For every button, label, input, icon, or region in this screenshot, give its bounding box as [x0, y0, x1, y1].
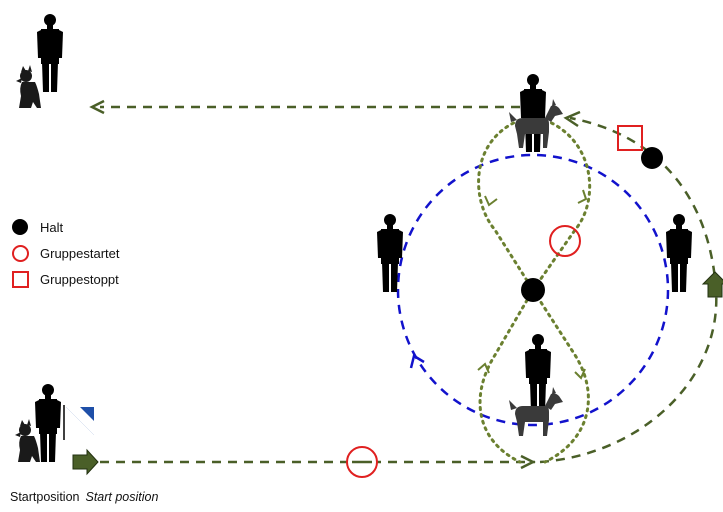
caption-norwegian: Startposition: [10, 490, 80, 504]
start-path-arrowhead: [520, 454, 536, 470]
halt-marker-right: [641, 147, 663, 169]
start-flag-icon: [63, 405, 94, 440]
handler-start: [35, 384, 61, 462]
right-arrow-icon: [701, 271, 723, 298]
figure-eight-arrowheads: [477, 189, 588, 380]
group-person-bottom: [525, 334, 551, 412]
group-stopped-marker: [617, 125, 643, 151]
red-circle-icon: [10, 243, 30, 263]
blue-circle-path: [396, 153, 670, 427]
group-started-marker-circle: [549, 225, 581, 257]
dog-end: [16, 65, 41, 108]
outer-arc-path: [539, 116, 718, 464]
legend-label-halt: Halt: [40, 219, 64, 235]
red-square-icon: [10, 269, 30, 289]
figure-eight-path: [477, 118, 592, 464]
start-arrow-icon: [72, 448, 99, 476]
blue-circle-arrowhead: [409, 354, 425, 369]
legend: Halt Gruppestartet Gruppestoppt: [10, 214, 120, 292]
start-position-caption: Startposition Start position: [10, 490, 158, 504]
handler-end: [37, 14, 63, 92]
legend-label-group-stopped: Gruppestoppt: [40, 271, 119, 287]
legend-label-group-started: Gruppestartet: [40, 245, 120, 261]
caption-english: Start position: [85, 490, 159, 504]
legend-item-group-stopped: Gruppestoppt: [10, 266, 120, 292]
legend-item-halt: Halt: [10, 214, 120, 240]
group-person-right: [666, 214, 692, 292]
halt-marker-center: [521, 278, 545, 302]
legend-item-group-started: Gruppestartet: [10, 240, 120, 266]
halt-dot-icon: [10, 217, 30, 237]
outer-arc-arrowhead: [563, 110, 581, 128]
return-path-arrowhead: [89, 99, 105, 115]
